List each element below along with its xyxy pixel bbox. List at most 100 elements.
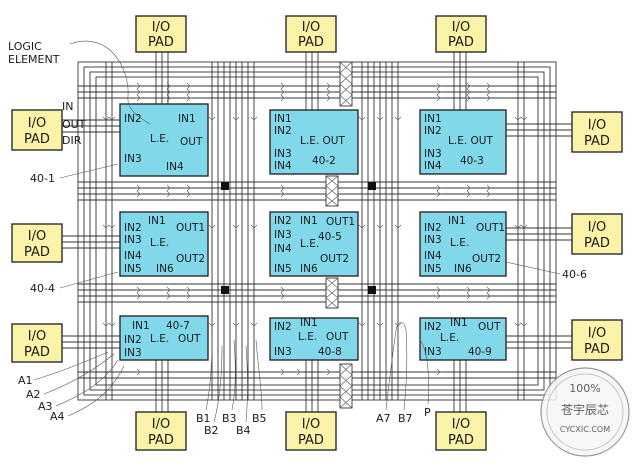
switch-tick [435,368,442,376]
switch-tick [165,94,172,102]
switch-tick [465,94,472,102]
switch-tick [485,82,492,90]
switch-tick [279,88,286,96]
le-pin: IN1 [148,215,166,227]
io-pad-right-1: I/O PAD [571,111,623,153]
switch-tick [376,115,384,122]
switch-tick [520,223,528,230]
io-pad-top-3: I/O PAD [435,15,487,53]
le-pin: IN2 [124,334,142,346]
le-pin: IN1 [424,113,442,125]
label-b5: B5 [252,412,267,425]
switch-tick [279,286,286,294]
callout-line-1: LOGIC [8,40,42,53]
switch-tick [394,115,402,122]
le-pin: IN6 [300,263,318,275]
label-p: P [424,406,431,419]
switch-tick [208,223,216,230]
switch-tick [514,321,522,328]
le-pin: OUT1 [476,222,505,234]
pad-label: I/O [152,417,170,432]
switch-tick [435,184,442,192]
io-pad-top-2: I/O PAD [285,15,337,53]
pad-label: PAD [148,433,174,448]
le-title: L.E. OUT [448,135,493,147]
switch-tick [279,190,286,198]
le-pin: IN5 [424,263,442,275]
le-pin: IN1 [300,215,318,227]
switch-tick [279,184,286,192]
switch-tick [102,115,110,122]
switch-tick [376,223,384,230]
pin-dir-label: DIR [62,134,82,147]
switch-tick [435,82,442,90]
switch-tick [435,292,442,300]
switch-tick [514,115,522,122]
le-pin: IN5 [274,263,292,275]
io-pad-left-3: I/O PAD [11,323,63,363]
switch-tick [435,94,442,102]
switch-tick [279,82,286,90]
switch-tick [135,368,142,376]
le-title: L.E. [440,332,459,344]
switch-tick [135,292,142,300]
switch-tick [325,82,332,90]
le-pin: IN1 [448,215,466,227]
logic-element-40-1: IN2 IN1 L.E. OUT IN3 IN4 [119,103,209,177]
le-pin: IN3 [424,346,442,358]
logic-element-40-6: IN1 OUT1 IN2 IN3 L.E. IN4 OUT2 IN5 IN6 [419,211,507,277]
pin-out-label: OUT [62,118,86,131]
label-b2: B2 [204,424,219,437]
switch-tick [279,94,286,102]
switch-tick [185,184,192,192]
pad-label: I/O [302,20,320,35]
label-b3: B3 [222,412,237,425]
le-pin: IN6 [156,263,174,275]
le-title: L.E. [150,237,169,249]
switch-tick [358,321,366,328]
pad-label: PAD [298,35,324,50]
le-pin: IN4 [424,160,442,172]
switch-tick [465,286,472,294]
le-title: L.E. OUT [300,135,345,147]
switch-tick [295,368,302,376]
switch-tick [435,286,442,294]
watermark-stamp: 100% 苍宇辰芯 CYCXIC.COM [540,367,630,457]
switch-tick [102,223,110,230]
callout-line-2: ELEMENT [8,53,60,66]
io-pad-bottom-2: I/O PAD [285,411,337,451]
le-pin: IN2 [424,321,442,333]
switch-tick [135,286,142,294]
pad-label: I/O [152,20,170,35]
label-b4: B4 [236,424,251,437]
le-pin: IN2 [424,222,442,234]
switch-tick [135,94,142,102]
le-pin: IN4 [124,250,142,262]
label-a7: A7 [376,412,391,425]
switch-tick [135,190,142,198]
logic-element-40-8: IN2 IN1 L.E. OUT IN3 40-8 [269,317,359,361]
logic-element-40-3: IN1 IN2 L.E. OUT IN3 40-3 IN4 [419,109,507,175]
le-title: L.E. [300,238,319,250]
le-pin: IN3 [274,148,292,160]
pad-label: PAD [448,35,474,50]
le-ref: 40-9 [468,346,492,358]
label-a3: A3 [38,400,53,413]
le-pin: IN3 [424,234,442,246]
pad-label: PAD [584,236,610,251]
le-title: L.E. [150,133,169,145]
pad-label: I/O [588,220,606,235]
switch-tick [185,286,192,294]
switch-tick [108,223,116,230]
pad-label: I/O [302,417,320,432]
pad-pin-labels: IN OUT DIR [62,100,86,147]
label-a1: A1 [18,374,33,387]
switch-tick [514,223,522,230]
switch-tick [102,321,110,328]
le-pin: IN1 [300,317,318,329]
switch-tick [485,88,492,96]
switch-tick [185,292,192,300]
switch-tick [465,190,472,198]
le-pin: IN4 [274,243,292,255]
switch-tick [165,82,172,90]
